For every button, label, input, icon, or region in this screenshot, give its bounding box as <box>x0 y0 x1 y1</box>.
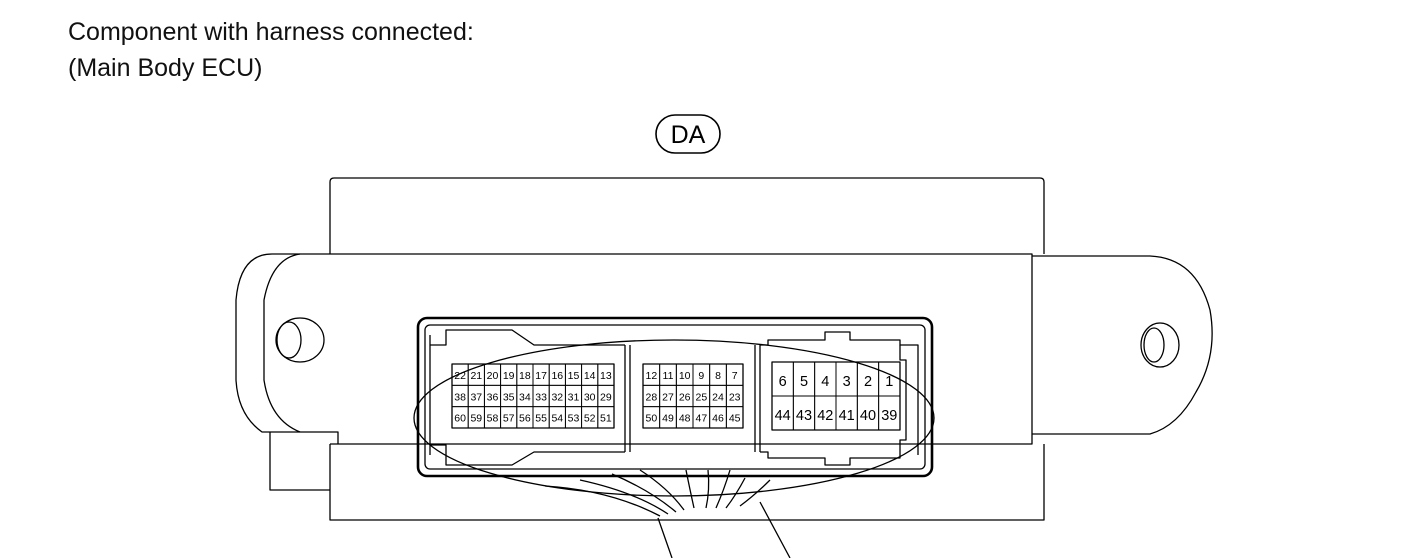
terminal-number: 50 <box>645 413 657 425</box>
terminal-number: 58 <box>487 413 499 425</box>
terminal-number: 41 <box>839 408 855 424</box>
terminal-number: 17 <box>535 370 547 382</box>
terminal-number: 60 <box>454 413 466 425</box>
terminal-number: 51 <box>600 413 612 425</box>
terminal-number: 7 <box>732 370 738 382</box>
terminal-number: 52 <box>584 413 596 425</box>
terminal-cell <box>597 406 615 429</box>
terminal-number: 23 <box>729 391 741 403</box>
terminal-number: 31 <box>568 391 580 403</box>
terminal-cell <box>725 406 744 429</box>
terminal-number: 36 <box>487 391 499 403</box>
terminal-number: 22 <box>454 370 466 382</box>
terminal-number: 18 <box>519 370 531 382</box>
ecu-housing <box>235 177 1213 521</box>
terminal-number: 15 <box>568 370 580 382</box>
terminal-number: 2 <box>864 374 872 390</box>
terminal-number: 35 <box>503 391 515 403</box>
terminal-number: 33 <box>535 391 547 403</box>
terminal-number: 45 <box>729 413 741 425</box>
connector-label-badge <box>655 114 721 154</box>
terminal-number: 25 <box>696 391 708 403</box>
caption-component-name: (Main Body ECU) <box>68 54 263 82</box>
terminal-number: 42 <box>817 408 833 424</box>
terminal-number: 12 <box>645 370 657 382</box>
terminal-number: 9 <box>698 370 704 382</box>
terminal-number: 4 <box>821 374 829 390</box>
terminal-number: 3 <box>843 374 851 390</box>
terminal-number: 53 <box>568 413 580 425</box>
terminal-number: 11 <box>663 370 674 382</box>
terminal-number: 27 <box>662 391 674 403</box>
terminal-number: 49 <box>662 413 674 425</box>
terminal-number: 19 <box>503 370 515 382</box>
terminal-number: 6 <box>779 374 787 390</box>
terminal-number: 30 <box>584 391 596 403</box>
terminal-number: 38 <box>454 391 466 403</box>
connector-label: DA <box>671 121 706 149</box>
terminal-number: 46 <box>712 413 724 425</box>
terminal-number: 10 <box>679 370 691 382</box>
terminal-cell <box>878 395 901 431</box>
terminal-number: 39 <box>881 408 897 424</box>
terminal-number: 26 <box>679 391 691 403</box>
terminal-number: 59 <box>470 413 482 425</box>
wire-harness <box>413 339 935 558</box>
terminal-number: 1 <box>885 374 893 390</box>
terminal-number: 55 <box>535 413 547 425</box>
terminal-number: 16 <box>551 370 563 382</box>
terminal-number: 28 <box>645 391 657 403</box>
terminal-number: 54 <box>551 413 563 425</box>
terminal-number: 37 <box>470 391 482 403</box>
terminal-number: 20 <box>487 370 499 382</box>
terminal-number: 40 <box>860 408 876 424</box>
terminal-number: 14 <box>584 370 596 382</box>
terminal-number: 34 <box>519 391 531 403</box>
terminal-number: 5 <box>800 374 808 390</box>
terminal-number: 47 <box>696 413 708 425</box>
terminal-number: 21 <box>470 370 482 382</box>
terminal-number: 8 <box>715 370 721 382</box>
terminal-number: 29 <box>600 391 612 403</box>
terminal-number: 56 <box>519 413 531 425</box>
terminal-number: 32 <box>551 391 563 403</box>
terminal-number: 57 <box>503 413 515 425</box>
terminal-number: 44 <box>775 408 791 424</box>
terminal-number: 24 <box>712 391 724 403</box>
terminal-number: 43 <box>796 408 812 424</box>
terminal-number: 48 <box>679 413 691 425</box>
right-mounting-hole <box>1140 322 1180 368</box>
left-mounting-hole <box>275 317 325 363</box>
terminal-number: 13 <box>600 370 612 382</box>
caption-title: Component with harness connected: <box>68 18 474 46</box>
